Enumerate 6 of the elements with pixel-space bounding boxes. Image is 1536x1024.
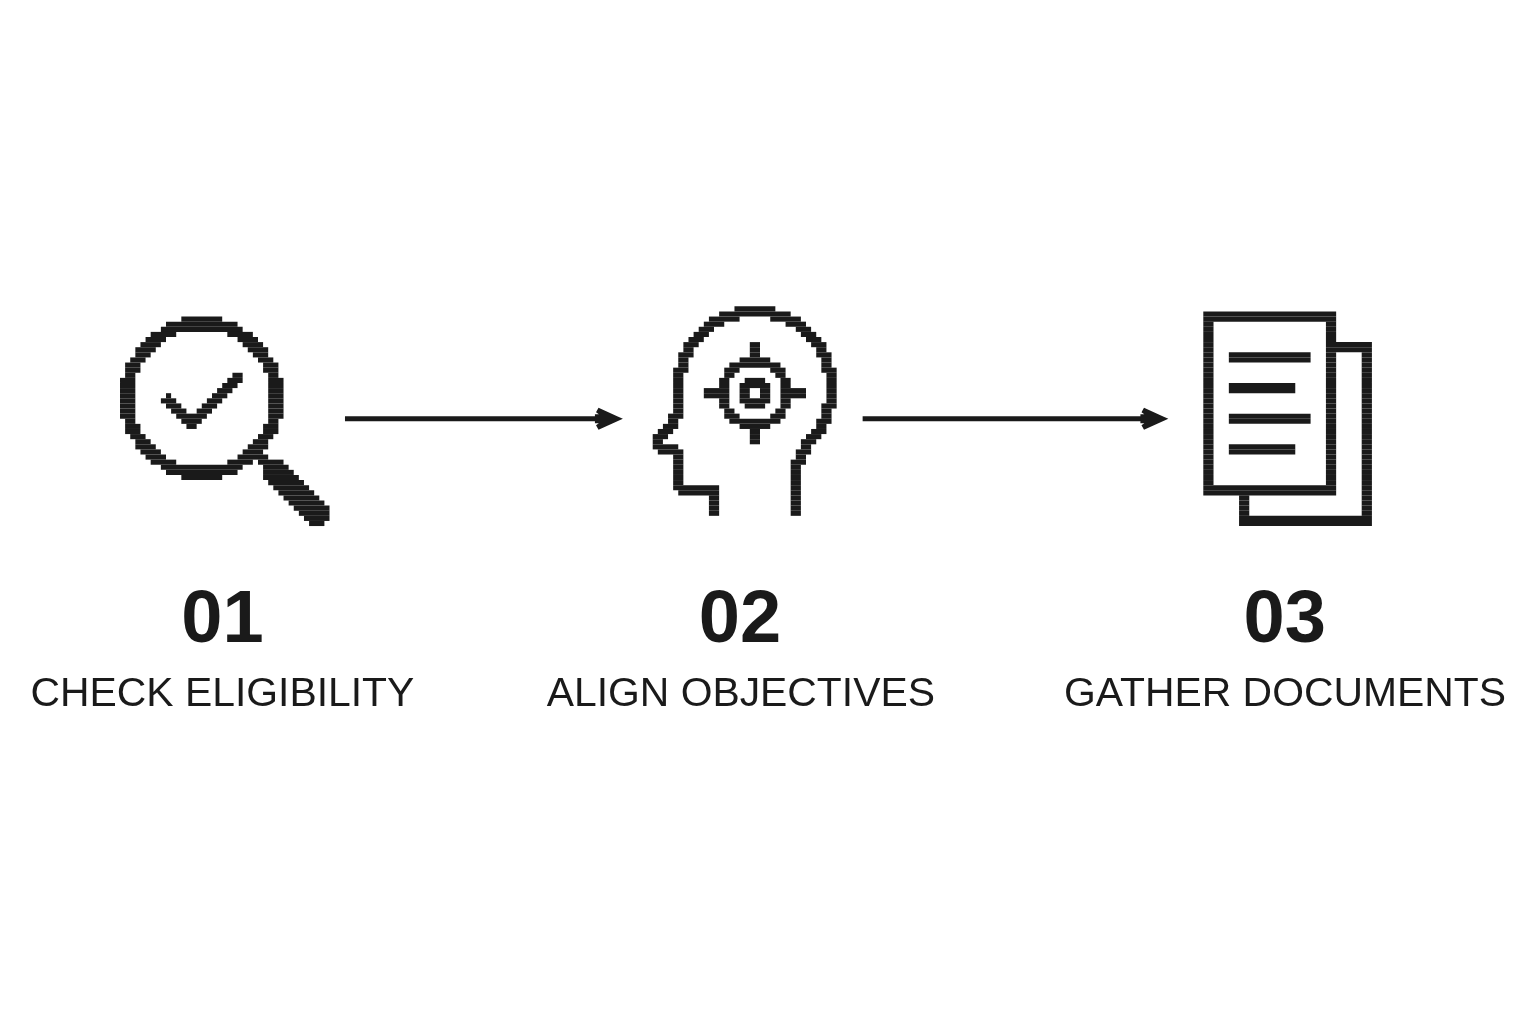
- node-label: ALIGN OBJECTIVES: [546, 669, 935, 716]
- node-label: CHECK ELIGIBILITY: [30, 669, 415, 716]
- node-label: 01: [181, 575, 264, 659]
- node-label: GATHER DOCUMENTS: [1064, 669, 1506, 716]
- node-label: 03: [1243, 575, 1326, 659]
- node-label: 02: [698, 575, 782, 659]
